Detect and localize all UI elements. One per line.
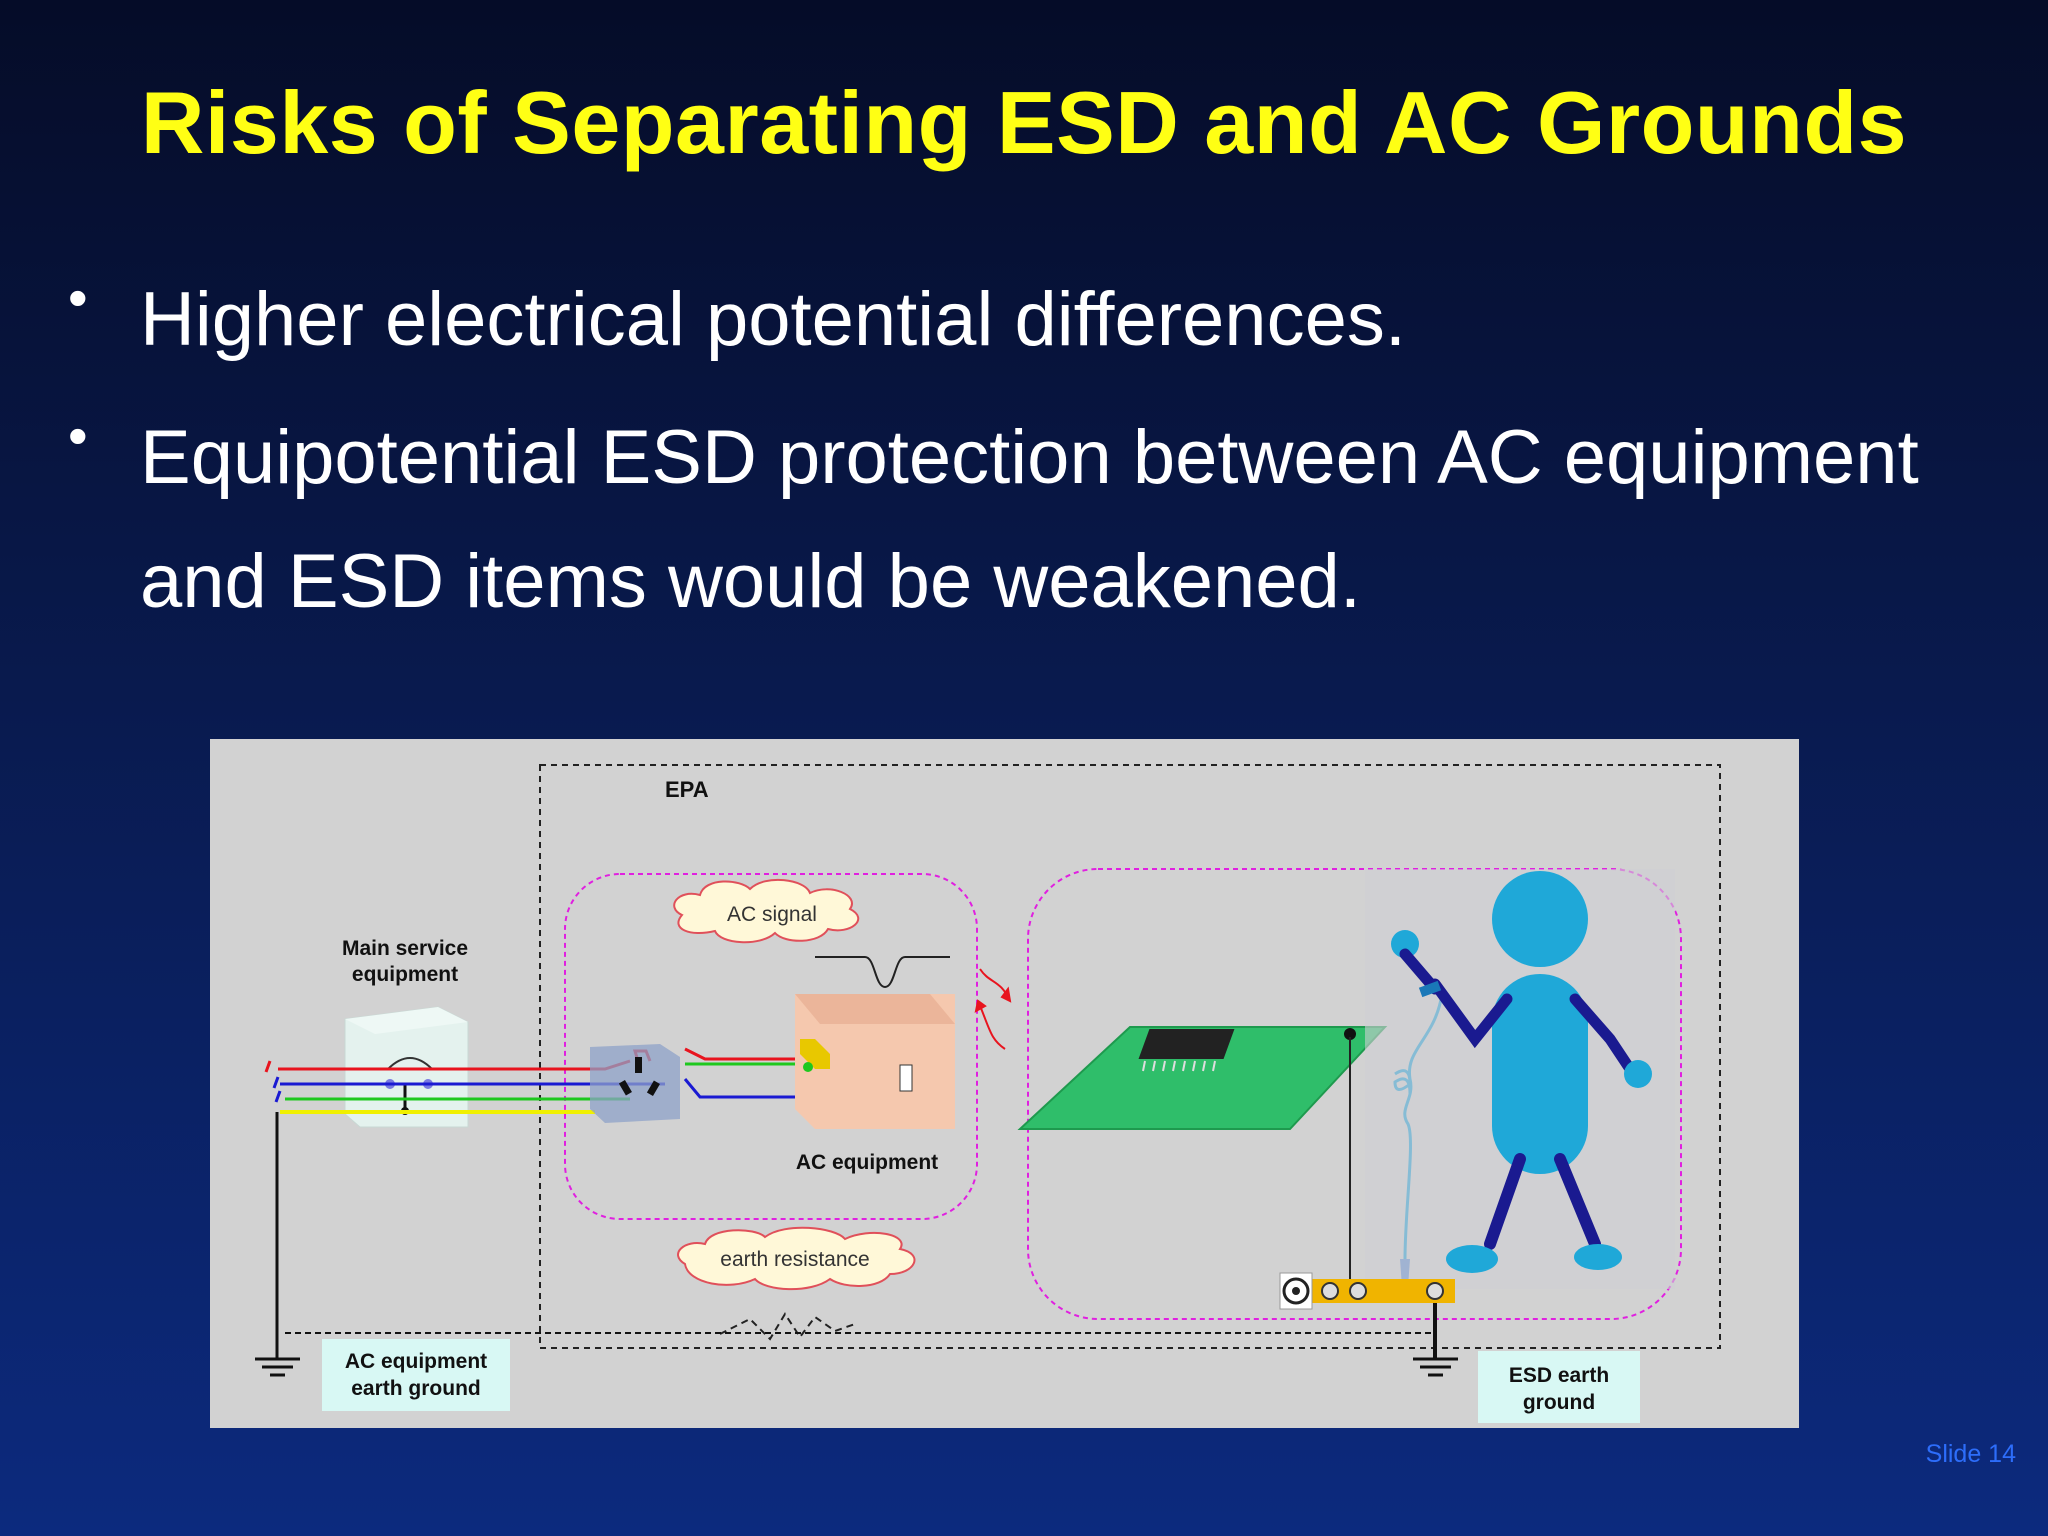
ac-signal-label: AC signal [727,903,817,926]
operator-figure [1365,869,1675,1289]
esd-ground-label-1: ESD earth [1509,1364,1609,1387]
bullet-text-1: Higher electrical potential differences. [140,277,1406,362]
earth-resistance-wire [719,1312,856,1341]
ac-equipment-zone [564,873,978,1220]
ac-ground-label-1: AC equipment [345,1350,487,1373]
banana-jack-icon [1279,1272,1313,1310]
ac-ground-label-2: earth ground [351,1377,481,1400]
ground-lines [275,1112,1437,1359]
ac-equipment-box [795,994,955,1129]
main-service-box [344,1006,469,1128]
slide-number: Slide 14 [1925,1440,2016,1468]
epa-label: EPA [665,777,709,802]
bullet-dot-icon: • [68,266,88,329]
main-service-label-1: Main service [342,937,468,960]
earth-resistance-label: earth resistance [720,1248,869,1271]
ac-signal-cloud: AC signal [673,878,860,944]
main-service-label-2: equipment [352,963,458,986]
esd-ground-label-box [1478,1351,1640,1423]
discharge-arrow-icon [974,968,1012,1050]
ac-ground-label-box [322,1339,510,1411]
pcb-board [1017,1026,1388,1130]
esd-ground-label-2: ground [1523,1391,1595,1414]
ac-signal-waveform [815,956,950,989]
esd-grounding-diagram: EPA Main service equipment [210,739,1799,1428]
bullet-item-1: • Higher electrical potential difference… [60,258,1960,382]
ac-earth-ground-icon [255,1357,300,1377]
bullet-dot-icon: • [68,404,88,467]
bullet-text-2: Equipotential ESD protection between AC … [140,415,1919,624]
earth-resistance-cloud: earth resistance [677,1226,916,1291]
ac-outlet [590,1044,680,1123]
bullet-list: • Higher electrical potential difference… [60,258,1960,644]
ac-equipment-label: AC equipment [796,1151,938,1174]
esd-items-zone [1027,868,1682,1320]
bullet-item-2: • Equipotential ESD protection between A… [60,396,1960,644]
epa-boundary [539,764,1721,1349]
esd-earth-ground-icon [1413,1357,1458,1377]
slide-title: Risks of Separating ESD and AC Grounds [140,73,1908,172]
